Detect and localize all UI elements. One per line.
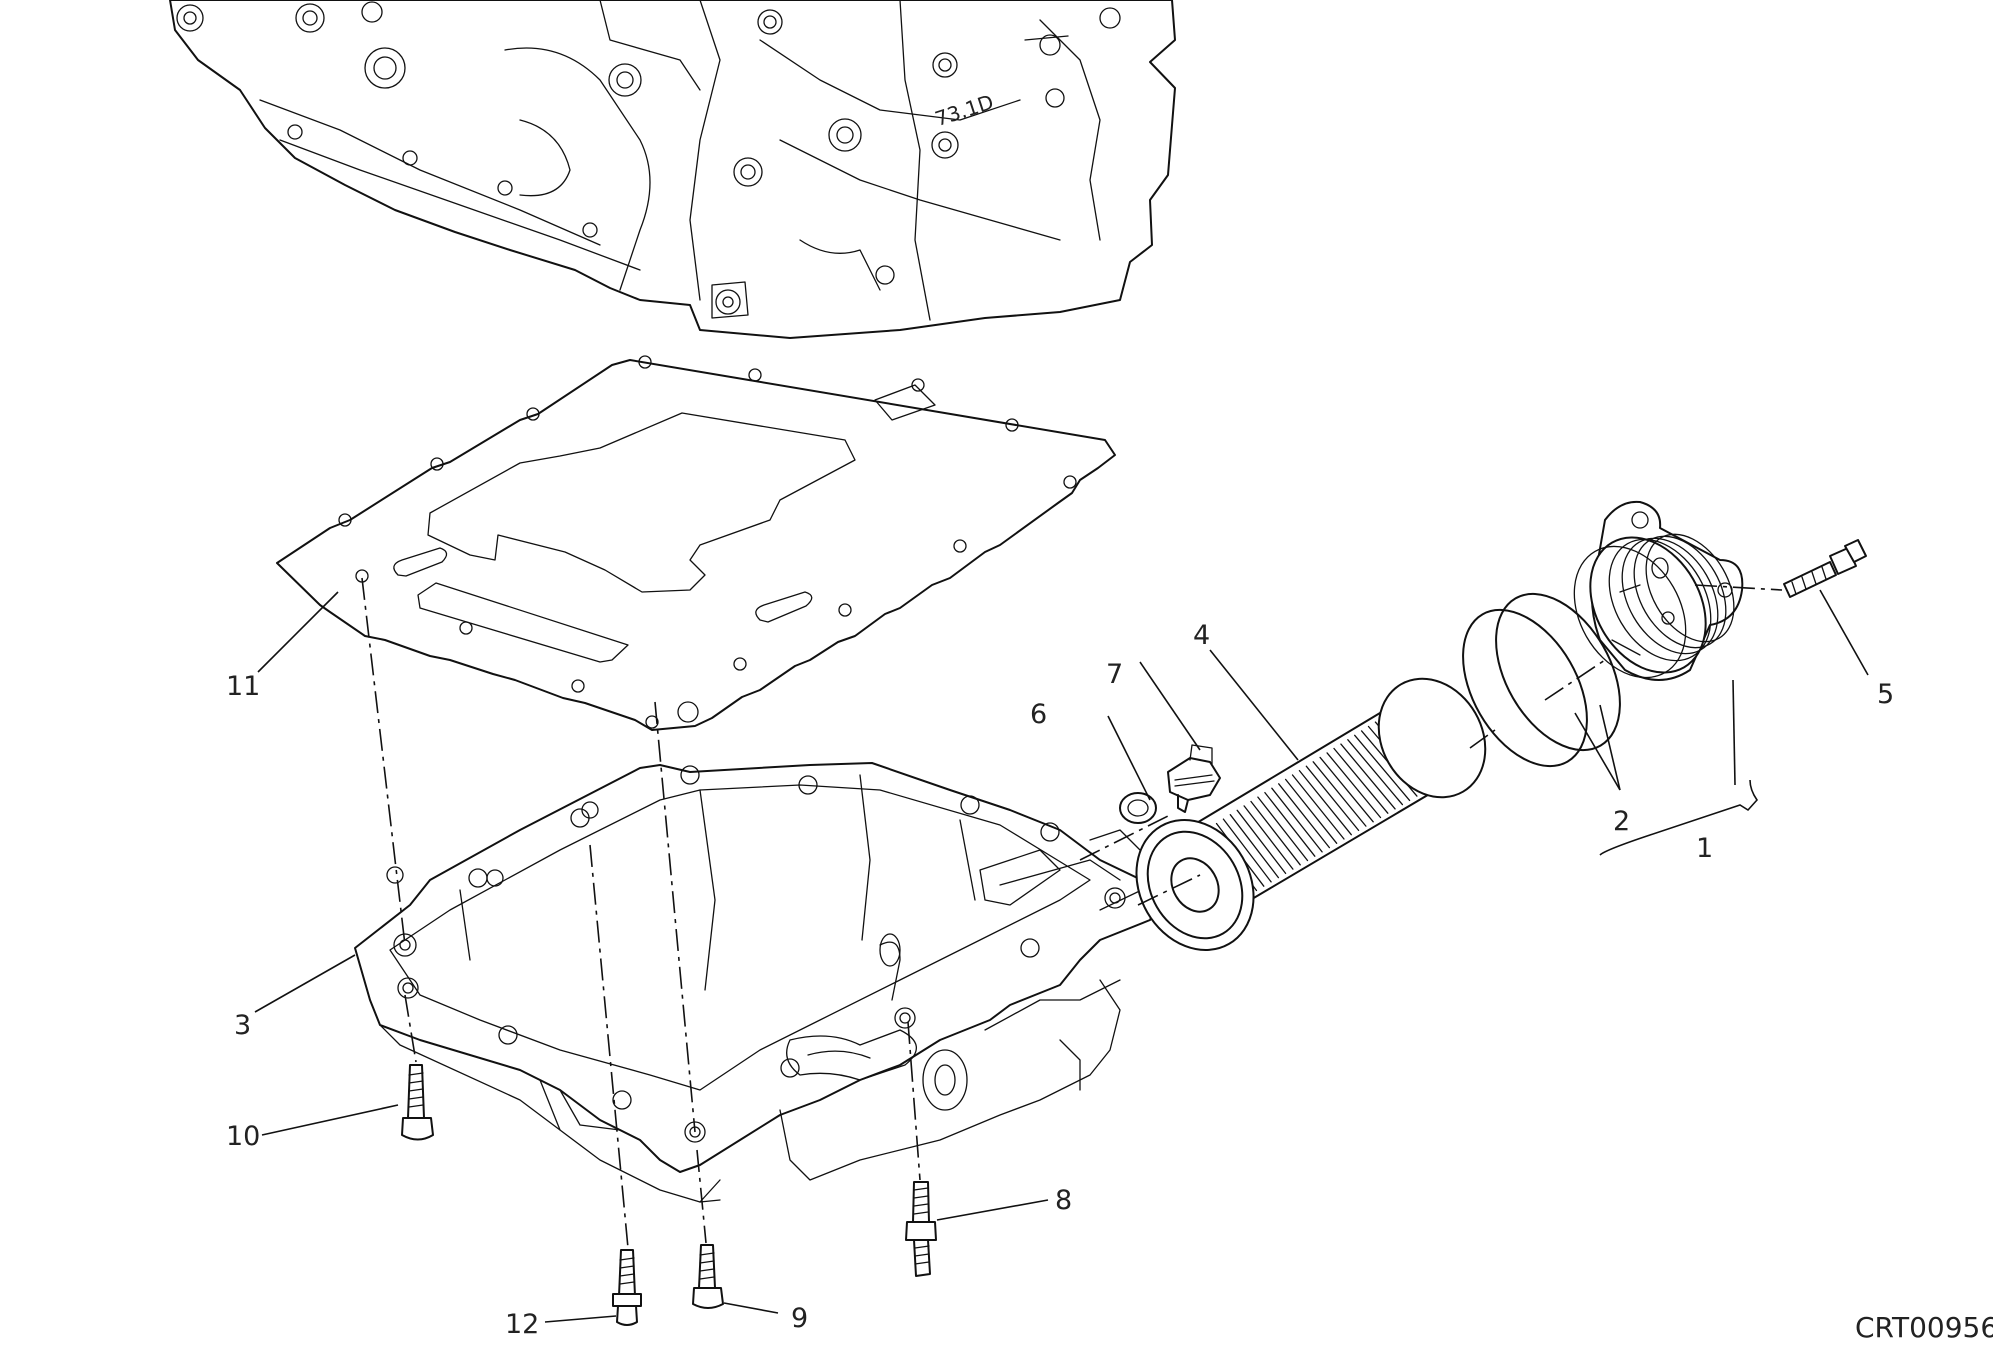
o-rings (1462, 592, 1621, 768)
filter-pleat-line (1319, 756, 1374, 823)
filter-pleat-line (1264, 791, 1316, 857)
filter-pleat-line (1222, 818, 1272, 883)
filter-pleat-line (1354, 734, 1411, 802)
callout-labels: 11 3 6 7 4 2 1 5 10 8 9 12 (226, 620, 1894, 1340)
cover-screw (1783, 539, 1867, 598)
filter-pleat-line (1305, 765, 1360, 832)
callout-9: 9 (791, 1303, 808, 1334)
oil-sump (354, 762, 1161, 1203)
drawing-code: CRT00956 (1855, 1311, 1993, 1344)
filter-pleat-line (1257, 796, 1309, 862)
callout-5: 5 (1877, 679, 1894, 710)
screw-9 (692, 1244, 724, 1309)
assembly-axes (361, 577, 1783, 1249)
sealing-washer (1119, 792, 1157, 824)
filter-pleat-line (1291, 774, 1345, 840)
callout-1: 1 (1696, 833, 1713, 864)
filter-pleat-line (1250, 800, 1301, 866)
callout-4: 4 (1193, 620, 1210, 651)
filter-pleat-line (1278, 783, 1331, 849)
drain-plug (1167, 744, 1221, 813)
filter-pleat-line (1347, 739, 1404, 806)
filter-pleat-line (1333, 747, 1389, 814)
filter-pleat-line (1298, 769, 1352, 836)
filter-pleat-line (1236, 809, 1287, 875)
oil-sump-gasket (276, 355, 1116, 731)
oil-filter-cover (1573, 500, 1744, 681)
filter-pleat-line (1326, 752, 1382, 819)
callout-8: 8 (1055, 1185, 1072, 1216)
callout-12: 12 (505, 1309, 539, 1340)
callout-10: 10 (226, 1121, 260, 1152)
callout-2: 2 (1613, 806, 1630, 837)
callout-6: 6 (1030, 699, 1047, 730)
filter-pleat-line (1243, 805, 1294, 870)
filter-pleat-line (1229, 814, 1280, 879)
filter-pleat-line (1284, 778, 1338, 844)
callout-7: 7 (1106, 659, 1123, 690)
screw-10 (401, 1064, 434, 1141)
screw-12 (612, 1249, 642, 1326)
filter-pleat-line (1312, 761, 1367, 827)
filter-pleat-line (1340, 743, 1396, 810)
filter-pleat-line (1271, 787, 1323, 853)
oil-filter-cartridge (1135, 677, 1487, 951)
stud-bolt-8 (905, 1181, 937, 1277)
leader-lines (254, 589, 1869, 1323)
engine-crankcase: 73.1D (169, 0, 1176, 339)
callout-3: 3 (234, 1010, 251, 1041)
callout-11: 11 (226, 671, 260, 702)
